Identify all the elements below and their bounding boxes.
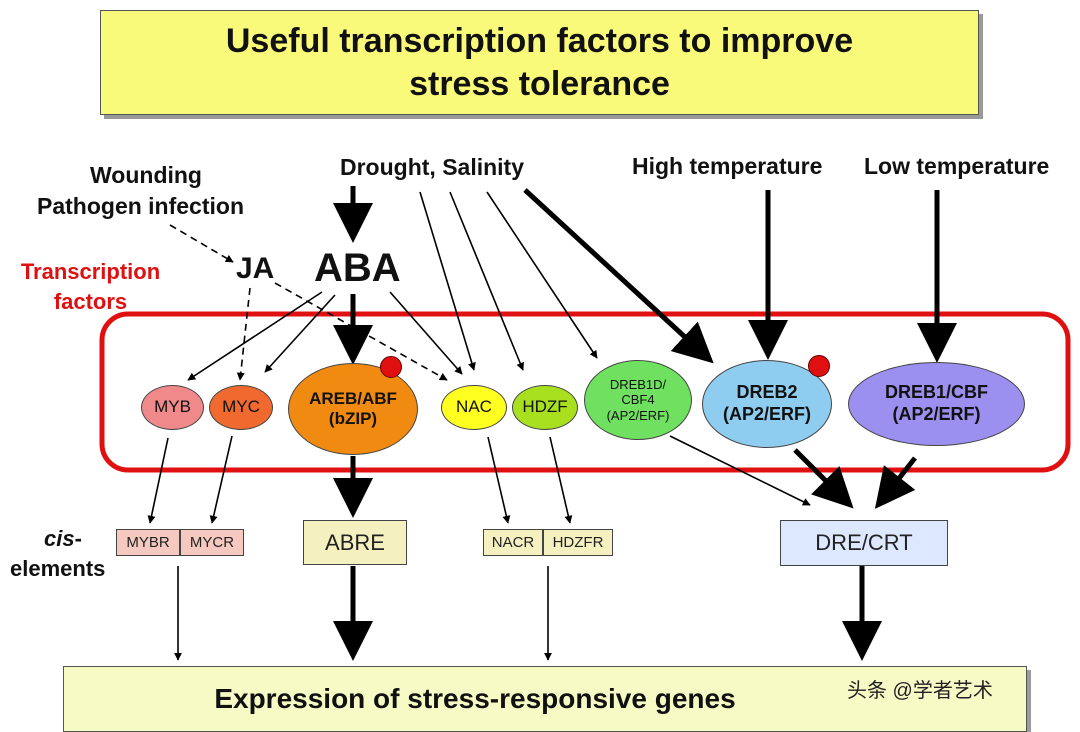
tf-dreb1d-cbf4: DREB1D/ CBF4 (AP2/ERF) (584, 360, 692, 440)
arrow-aba-to-myc (264, 294, 336, 373)
arrow-ja-to-myc (236, 287, 251, 381)
arrow-drought-to-dreb2 (523, 188, 714, 364)
cis-hdzfr: HDZFR (543, 529, 613, 556)
label-elements: elements (10, 556, 106, 581)
arrow-hdzf-to-hdzfr (549, 436, 573, 524)
arrow-drought-to-dreb1d (486, 191, 598, 359)
arrow-dreb1-to-dre (874, 456, 917, 509)
arrow-nac-to-nacr (487, 436, 511, 524)
tf-hdzf-label: HDZF (522, 397, 568, 417)
modification-dot-dreb2 (808, 355, 830, 377)
tf-dreb2-line2: (AP2/ERF) (722, 404, 811, 424)
tf-dreb1-cbf: DREB1/CBF (AP2/ERF) (848, 362, 1025, 446)
tf-dreb2-line1: DREB2 (736, 382, 798, 403)
title-banner: Useful transcription factors to improve … (100, 10, 979, 115)
label-cis-italic: cis (44, 526, 75, 551)
tf-myc-label: MYC (222, 397, 260, 417)
tf-dreb1d-line2: CBF4 (621, 392, 655, 408)
diagram-title: Useful transcription factors to improve … (225, 21, 854, 103)
arrow-drought-to-hdzf (449, 191, 524, 371)
label-cis: cis- (44, 526, 82, 552)
label-aba: ABA (314, 246, 401, 290)
cis-mycr: MYCR (180, 529, 244, 556)
label-cis-dash: - (74, 526, 82, 551)
label-drought-salinity: Drought, Salinity (340, 154, 524, 180)
tf-myb-label: MYB (154, 397, 191, 417)
arrow-aba-to-nac (389, 291, 463, 375)
arrow-dreb1d-to-dre (669, 435, 811, 506)
arrow-myb-to-mybr (147, 437, 169, 524)
cis-dre-crt: DRE/CRT (780, 520, 948, 566)
label-ja: JA (236, 252, 275, 285)
tf-nac-label: NAC (456, 397, 492, 417)
watermark: 头条 @学者艺术 (847, 680, 993, 702)
label-wounding: Wounding (90, 162, 202, 188)
tf-dreb1d-line3: (AP2/ERF) (606, 407, 670, 423)
tf-areb-line1: AREB/ABF (309, 388, 397, 408)
cis-nacr: NACR (483, 529, 543, 556)
output-label: Expression of stress-responsive genes (214, 683, 736, 714)
tf-dreb1-line2: (AP2/ERF) (892, 404, 981, 424)
tf-nac: NAC (441, 385, 507, 430)
tf-hdzf: HDZF (512, 385, 578, 430)
label-high-temperature: High temperature (632, 153, 823, 179)
label-pathogen-infection: Pathogen infection (37, 193, 244, 219)
cis-mybr: MYBR (116, 529, 180, 556)
label-low-temperature: Low temperature (864, 153, 1050, 179)
arrow-drought-to-nac (419, 191, 476, 371)
arrow-myc-to-mycr (209, 435, 233, 524)
cis-abre: ABRE (303, 520, 407, 565)
tf-areb-line2: (bZIP) (328, 409, 378, 428)
tf-areb-abf: AREB/ABF (bZIP) (288, 363, 418, 455)
tf-myc: MYC (209, 385, 273, 430)
label-transcription-factors: Transcription factors (20, 259, 161, 314)
arrow-wounding-to-ja (169, 224, 234, 263)
tf-myb: MYB (141, 385, 204, 430)
arrow-dreb2-to-dre (793, 448, 854, 509)
tf-dreb2: DREB2 (AP2/ERF) (702, 360, 832, 448)
arrow-aba-to-myb (187, 291, 323, 381)
tf-dreb1d-line1: DREB1D/ (609, 376, 667, 392)
tf-dreb1-line1: DREB1/CBF (884, 382, 988, 403)
modification-dot-areb (380, 356, 402, 378)
tf-frame (99, 311, 1071, 473)
